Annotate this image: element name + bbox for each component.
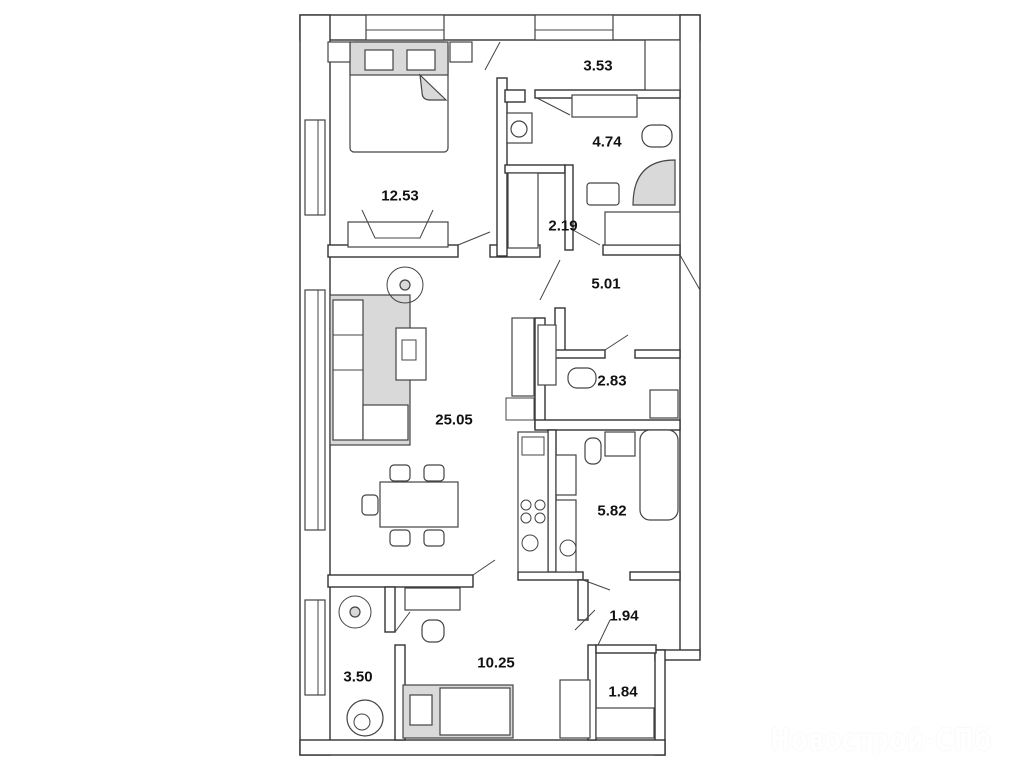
dining-table [361,464,459,547]
room-area-wc: 2.83 [597,372,627,390]
room-area-closet: 2.19 [548,217,578,235]
tv-wall-unit [505,317,557,421]
windows [304,14,614,696]
coffee-table [395,327,427,381]
room-area-hall: 5.01 [591,275,621,293]
bed-double [327,41,473,153]
watermark: Новострой-СПб [770,723,992,758]
wc-fixtures [567,367,679,419]
room-area-bathroom-2: 5.82 [597,502,627,520]
doors [394,41,701,646]
room-area-balcony: 3.50 [343,668,373,686]
room-area-wardrobe: 1.84 [608,683,638,701]
room-area-kids-room: 10.25 [477,654,515,672]
room-area-living-kitchen: 25.05 [435,411,473,429]
room-area-storage: 3.53 [583,57,613,75]
plant [338,266,424,629]
room-area-bedroom: 12.53 [381,187,419,205]
bathroom-1-fixtures [506,94,676,206]
armchair [346,699,384,737]
bed-single [402,684,514,739]
room-area-corridor: 1.94 [609,607,639,625]
wardrobes [507,39,681,739]
desk [404,587,461,643]
kitchen [517,431,549,573]
tv-stand [347,209,449,248]
room-area-bathroom-1: 4.74 [592,133,622,151]
bathroom-2-fixtures [555,429,679,573]
